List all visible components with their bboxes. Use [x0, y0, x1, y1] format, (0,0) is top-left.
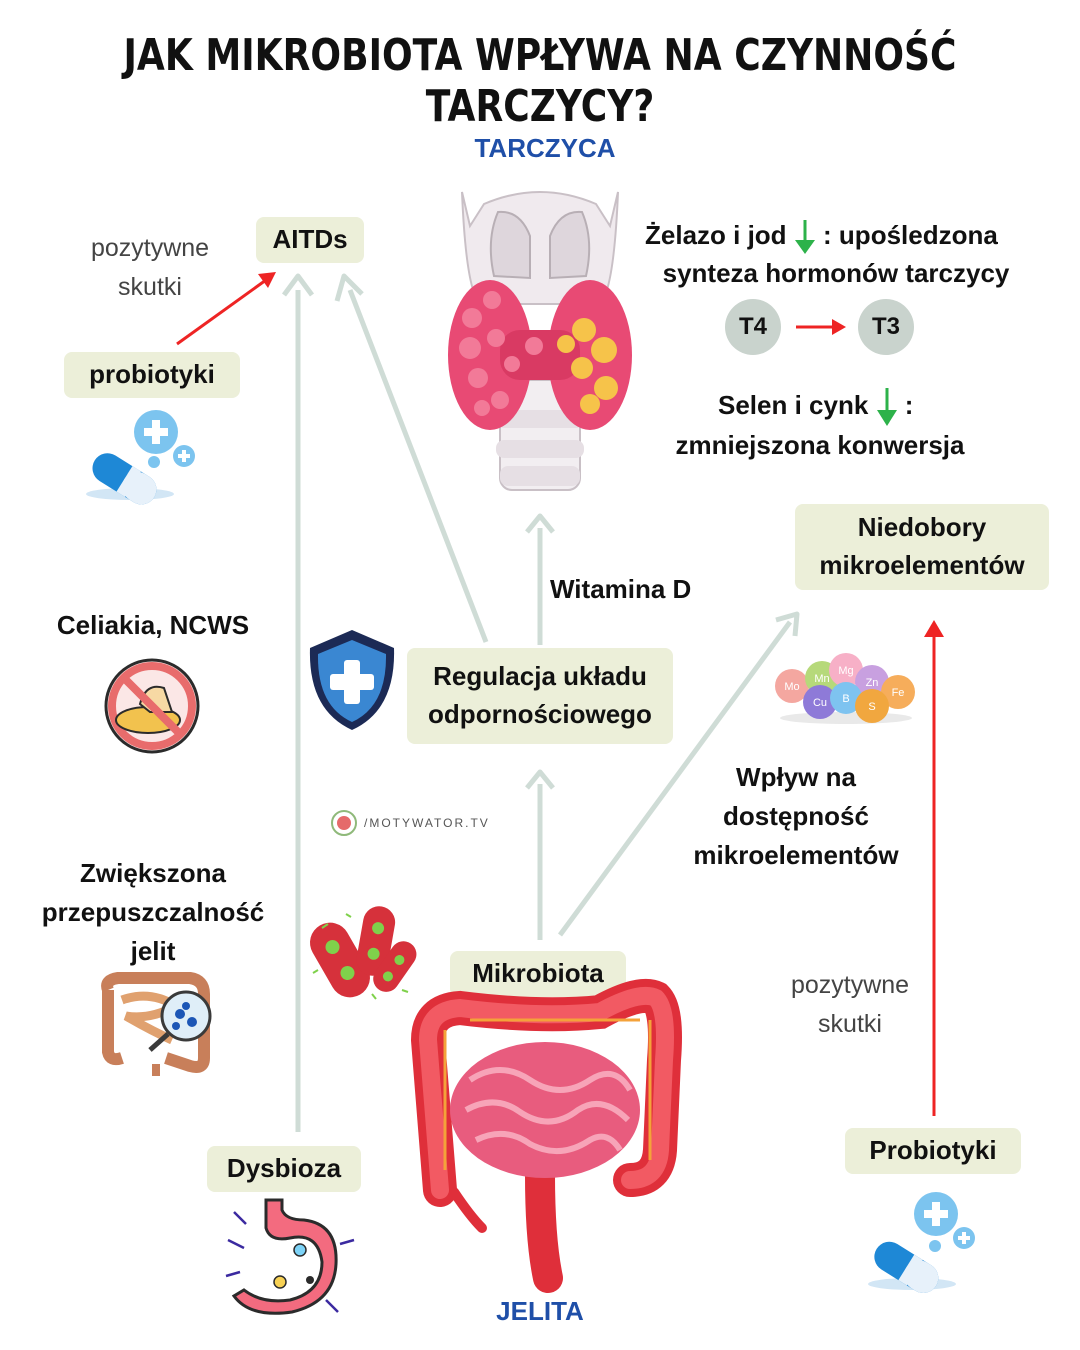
t4-circle: T4 — [725, 299, 781, 355]
gut-label: JELITA — [496, 1296, 584, 1326]
mineral-labels: Mo Mn Mg Zn Fe Cu B S — [784, 665, 904, 713]
wplyw-label: Wpływ na dostępność mikroelementów — [693, 762, 899, 870]
mineral-s: S — [868, 701, 875, 713]
celiakia-label: Celiakia, NCWS — [56, 610, 250, 640]
mineral-mn: Mn — [814, 673, 829, 685]
niedobory-box: Niedobory mikroelementów — [795, 504, 1049, 590]
selen-line2: zmniejszona konwersja — [675, 430, 965, 460]
arrow-t4-t3-red — [796, 319, 846, 335]
probiotyki-small-box: probiotyki — [64, 352, 240, 398]
mineral-fe: Fe — [892, 687, 905, 699]
watermark-logo-icon — [331, 810, 357, 836]
zelazo-line1: Żelazo i jod : upośledzona — [645, 216, 1035, 256]
watermark: /MOTYWATOR.TV — [330, 808, 490, 838]
t3-circle: T3 — [858, 299, 914, 355]
positive-effects-right: pozytywne skutki — [790, 971, 910, 1038]
selen-line1: Selen i cynk : — [718, 386, 938, 428]
arrow-mikrobiota-regulacja — [525, 769, 555, 940]
dysbioza-box: Dysbioza — [207, 1146, 361, 1192]
mineral-mg: Mg — [838, 665, 853, 677]
arrow-down-icon — [794, 220, 815, 255]
mineral-zn: Zn — [866, 677, 879, 689]
arrow-probiotyki-aitds-red — [176, 272, 276, 346]
probiotyki-big-box: Probiotyki — [845, 1128, 1021, 1174]
thyroid-label: TARCZYCA — [474, 133, 616, 163]
arrow-regulacja-tarczyca — [525, 513, 555, 645]
aitds-box: AITDs — [256, 217, 364, 263]
arrow-down-icon — [876, 388, 897, 427]
arrow-dysbioza-aitds — [281, 273, 315, 1132]
positive-effects-left: pozytywne skutki — [90, 234, 210, 301]
mineral-b: B — [842, 693, 849, 705]
mineral-cu: Cu — [813, 697, 827, 709]
arrow-mikrobiota-niedobory — [557, 611, 800, 937]
zelazo-line2: synteza hormonów tarczycy — [662, 258, 1010, 288]
przepuszczalnosc-label: Zwiększona przepuszczalność jelit — [41, 858, 265, 966]
mikrobiota-box: Mikrobiota — [450, 951, 626, 997]
regulacja-box: Regulacja układu odpornościowego — [407, 648, 673, 744]
arrow-regulacja-aitds — [334, 273, 489, 643]
page-title: JAK MIKROBIOTA WPŁYWA NA CZYNNOŚĆ TARCZY… — [123, 30, 957, 132]
arrow-probiotyki-niedobory-red — [924, 620, 944, 1116]
mineral-mo: Mo — [784, 681, 799, 693]
witamina-d-label: Witamina D — [550, 574, 692, 604]
